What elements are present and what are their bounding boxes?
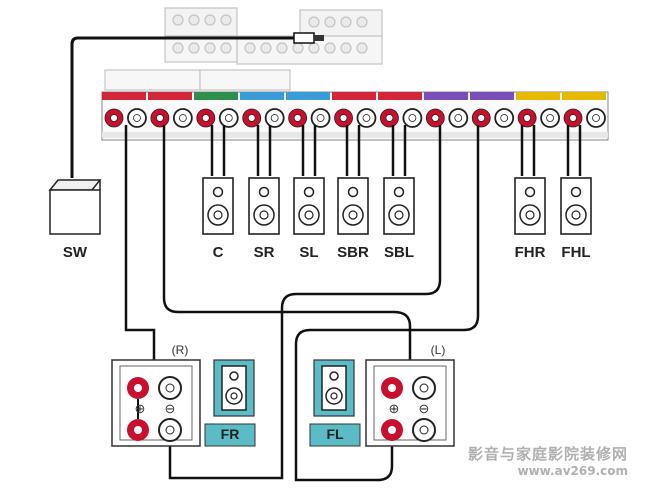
watermark-line2: www.av269.com — [517, 464, 628, 478]
channel-tab — [470, 92, 514, 100]
positive-terminal — [425, 108, 445, 128]
front-left-speaker-icon — [313, 359, 355, 417]
speaker-wires — [124, 125, 582, 482]
front-left-terminal-block — [365, 359, 455, 447]
fr-badge: FR — [220, 426, 240, 442]
speaker-icon-fhl — [560, 177, 592, 235]
negative-terminal — [586, 108, 606, 128]
negative-terminal — [127, 108, 147, 128]
subwoofer-label: SW — [62, 244, 88, 261]
negative-terminal — [402, 108, 423, 128]
subwoofer-icon — [48, 179, 102, 235]
speaker-terminal-panel — [101, 91, 609, 141]
positive-terminal — [517, 108, 537, 128]
speaker-icon-fhr — [514, 177, 546, 235]
channel-tab — [102, 92, 146, 100]
positive-terminal — [242, 108, 262, 128]
fl-badge: FL — [326, 426, 344, 442]
fl-badge-bg — [309, 423, 361, 447]
negative-terminal — [494, 108, 515, 128]
fr-minus-symbol: ⊖ — [164, 401, 176, 416]
preout-panel — [104, 7, 383, 91]
speaker-icon-sl — [293, 177, 325, 235]
channel-tab — [378, 92, 422, 100]
speaker-icon-c — [202, 177, 234, 235]
negative-terminal — [264, 108, 285, 128]
fr-badge-bg — [204, 423, 256, 447]
fl-plus-symbol: ⊕ — [388, 401, 400, 416]
channel-tab — [240, 92, 284, 100]
subwoofer-cable — [70, 36, 294, 178]
channel-tab — [562, 92, 606, 100]
positive-terminal — [563, 108, 583, 128]
positive-terminal — [334, 108, 353, 128]
front-right-terminal-block — [111, 359, 201, 447]
negative-terminal — [540, 108, 560, 128]
positive-terminal — [288, 108, 308, 128]
negative-terminal — [448, 108, 469, 128]
fl-minus-symbol: ⊖ — [418, 401, 430, 416]
negative-terminal — [218, 108, 239, 128]
fr-plus-symbol: ⊕ — [134, 401, 146, 416]
negative-terminal — [356, 108, 377, 128]
left-side-label: (L) — [430, 343, 446, 357]
channel-tab — [516, 92, 560, 100]
speaker-icon-sbr — [337, 177, 369, 235]
channel-tab — [332, 92, 376, 100]
speaker-label-sbl: SBL — [384, 244, 414, 261]
positive-terminal — [471, 108, 491, 128]
speaker-icon-sbl — [383, 177, 415, 235]
channel-tab — [194, 92, 238, 100]
speaker-icon-sr — [248, 177, 280, 235]
watermark-line1: 影音与家庭影院装修网 — [467, 445, 628, 463]
positive-terminal — [150, 108, 170, 128]
negative-terminal — [172, 108, 193, 128]
speaker-label-sr: SR — [253, 244, 275, 261]
speaker-label-fhl: FHL — [561, 244, 591, 261]
speaker-label-sbr: SBR — [337, 244, 369, 261]
speaker-label-sl: SL — [299, 244, 319, 261]
negative-terminal — [310, 108, 331, 128]
front-right-speaker-icon — [213, 359, 255, 417]
speaker-label-c: C — [212, 244, 224, 261]
speaker-label-fhr: FHR — [514, 244, 546, 261]
channel-tab — [148, 92, 192, 100]
watermark: 影音与家庭影院装修网 www.av269.com — [468, 443, 628, 478]
channel-tab — [286, 92, 330, 100]
positive-terminal — [196, 108, 216, 128]
right-side-label: (R) — [171, 343, 189, 357]
positive-terminal — [104, 108, 124, 128]
channel-tab — [424, 92, 468, 100]
positive-terminal — [380, 108, 399, 128]
